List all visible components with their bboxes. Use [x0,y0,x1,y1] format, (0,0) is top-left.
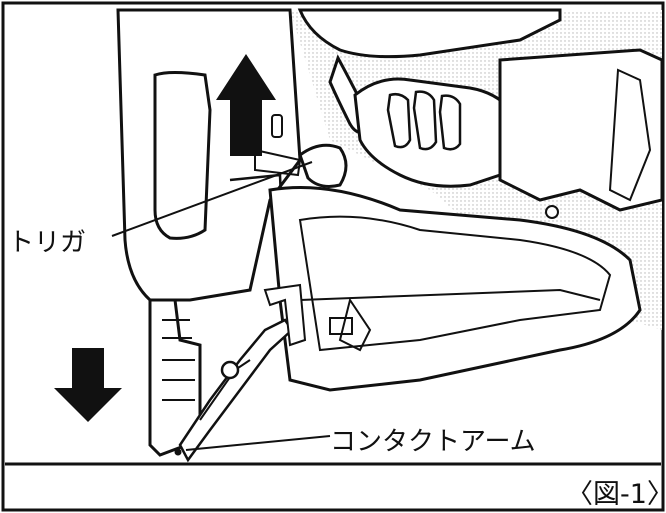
contact-arm-pivot [220,360,240,380]
trigger-lever [254,148,302,177]
contact-arm-label: コンタクトアーム [330,427,536,457]
magazine-tab [329,317,353,335]
trigger-part [298,143,348,188]
upper-hand [297,8,562,59]
nose-lines [162,319,195,401]
finger-1 [386,92,412,149]
mechanism-parts [263,283,307,347]
rear-detail [608,68,652,202]
finger-2 [412,90,438,151]
contact-arm-leader-line [185,435,331,451]
magazine-inner [298,215,612,352]
magazine-rail [299,288,601,301]
down-arrow [54,348,122,422]
rear-screw [545,205,559,219]
trigger-leader-line [111,161,313,237]
magazine [268,186,642,392]
head-slot [271,114,283,138]
trigger-label: トリガ [8,228,87,258]
up-arrow [216,54,276,156]
nose-tip-point [174,448,182,456]
figure-caption: 〈図-1〉 [566,479,666,510]
head-window [153,71,212,240]
magazine-feeder [338,297,372,352]
rear-housing [498,48,664,212]
finger-3 [438,94,462,151]
